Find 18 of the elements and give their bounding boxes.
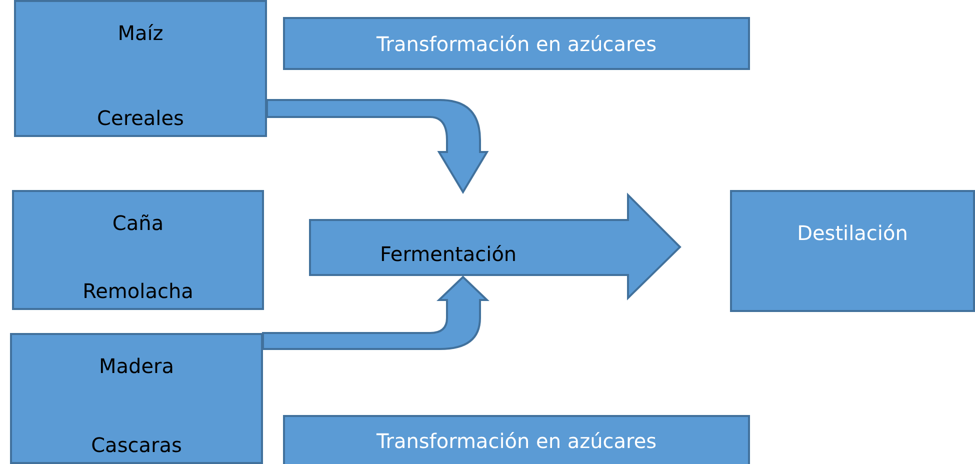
process-label: Fermentación — [380, 241, 517, 267]
box-label: Transformación en azúcares — [376, 30, 657, 56]
box-label: Cascaras — [91, 432, 182, 458]
box-label: Cereales — [97, 105, 184, 131]
box-label: Caña — [112, 210, 164, 236]
process-box — [12, 190, 264, 310]
process-box — [283, 17, 750, 70]
process-box — [10, 333, 263, 464]
bent-arrow — [266, 99, 488, 193]
bent-arrow — [262, 276, 488, 350]
process-box — [14, 0, 267, 137]
process-box — [730, 190, 975, 312]
box-label: Remolacha — [82, 278, 194, 304]
box-label: Maíz — [118, 20, 164, 46]
box-label: Madera — [99, 353, 174, 379]
box-label: Transformación en azúcares — [376, 428, 657, 454]
process-box — [283, 415, 750, 464]
box-label: Destilación — [797, 220, 908, 246]
